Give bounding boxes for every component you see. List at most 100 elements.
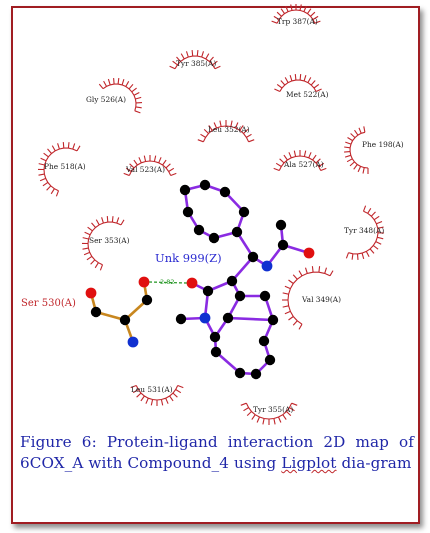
arc-spike	[284, 285, 291, 290]
arc-spike	[299, 74, 302, 81]
arc-spike	[185, 51, 189, 58]
carbon-atom	[264, 354, 276, 366]
arc-spine	[279, 79, 317, 92]
arc-spike	[121, 79, 125, 86]
arc-spike	[123, 172, 130, 177]
residue-label: Val 523(A)	[125, 165, 165, 174]
arc-spike	[240, 402, 247, 406]
arc-spike	[130, 384, 137, 389]
arc-spike	[318, 162, 325, 167]
arc-spike	[291, 402, 298, 406]
carbon-atom	[119, 314, 131, 326]
arc-spike	[67, 142, 70, 149]
arc-spike	[82, 237, 89, 240]
arc-spike	[200, 133, 206, 138]
residue-contact-11	[81, 216, 125, 271]
arc-spike	[230, 120, 233, 127]
carbon-atom	[250, 368, 262, 380]
residue-label: Gly 526(A)	[86, 95, 126, 104]
arc-spike	[38, 173, 45, 176]
residue-label: Phe 198(A)	[362, 140, 404, 149]
arc-spike	[273, 15, 280, 20]
arc-spike	[208, 125, 213, 131]
arc-spike	[288, 152, 292, 159]
arc-spike	[290, 4, 293, 11]
arc-spike	[372, 245, 379, 250]
arc-spike	[46, 185, 52, 191]
atoms	[85, 179, 315, 380]
hbond-partner-label: Ser 530(A)	[21, 298, 76, 309]
arc-spike	[293, 150, 297, 157]
arc-spike	[292, 274, 298, 280]
arc-spike	[131, 87, 137, 93]
arc-spike	[86, 255, 93, 261]
arc-spike	[160, 399, 164, 406]
arc-spike	[256, 416, 261, 423]
hydrogen-bond	[148, 281, 188, 284]
arc-spike	[212, 60, 218, 66]
carbon-atom	[193, 224, 205, 236]
carbon-atom	[234, 290, 246, 302]
oxygen-atom	[303, 247, 315, 259]
carbon-atom	[238, 206, 250, 218]
residue-contact-4	[274, 74, 322, 93]
bonds	[89, 183, 311, 376]
arc-spike	[377, 226, 384, 229]
arc-spike	[82, 247, 89, 250]
residue-contact-1	[271, 4, 321, 24]
arc-spike	[129, 163, 135, 169]
arc-spike	[292, 320, 298, 326]
carbon-atom	[209, 331, 221, 343]
residue-label: Leu 531(A)	[131, 385, 173, 394]
arc-spike	[273, 418, 276, 425]
ligplot-diagram: Trp 387(A)Tyr 385(A)Gly 526(A)Met 522(A)…	[21, 4, 404, 425]
arc-spike	[312, 15, 319, 20]
carbon-atom	[90, 306, 102, 318]
arc-spike	[282, 292, 289, 295]
arc-spike	[307, 77, 312, 83]
nitrogen-atom	[199, 312, 211, 324]
arc-spike	[276, 83, 283, 89]
arc-spike	[72, 143, 76, 150]
arc-spike	[307, 8, 312, 14]
arc-spike	[344, 146, 351, 149]
arc-spike	[98, 83, 104, 90]
arc-spike	[310, 80, 316, 86]
arc-spike	[280, 80, 286, 86]
oxygen-atom	[85, 287, 97, 299]
residue-contact-7	[37, 142, 81, 197]
caption-suffix: dia-gram	[336, 454, 412, 472]
arc-spike	[170, 172, 177, 177]
arc-spike	[128, 83, 134, 90]
arc-spike	[214, 65, 221, 70]
arc-spike	[289, 75, 293, 82]
oxygen-atom	[186, 277, 198, 289]
arc-spike	[279, 158, 285, 164]
arc-spike	[201, 51, 205, 58]
arc-spike	[314, 20, 321, 24]
arc-spike	[246, 411, 252, 416]
carbon-atom	[219, 186, 231, 198]
residue-contact-3	[98, 78, 143, 114]
arc-spike	[84, 231, 91, 236]
arc-spine	[287, 271, 331, 325]
residue-contact-12	[282, 266, 334, 330]
arc-spike	[134, 110, 141, 114]
arc-spike	[165, 397, 169, 404]
arc-spike	[315, 88, 322, 93]
arc-spike	[239, 125, 244, 131]
arc-spike	[349, 161, 355, 167]
arc-spike	[76, 145, 81, 152]
arc-spine	[135, 385, 179, 401]
arc-spike	[357, 166, 362, 173]
arc-spike	[373, 215, 380, 221]
arc-spike	[262, 418, 265, 425]
arc-spike	[284, 310, 291, 315]
arc-spike	[87, 226, 93, 232]
residue-contact-10	[345, 205, 385, 260]
arc-spike	[57, 143, 60, 150]
arc-spike	[248, 139, 255, 143]
arc-spike	[358, 127, 362, 134]
ligand-name: Unk 999(Z)	[155, 251, 222, 265]
arc-spike	[106, 216, 109, 223]
